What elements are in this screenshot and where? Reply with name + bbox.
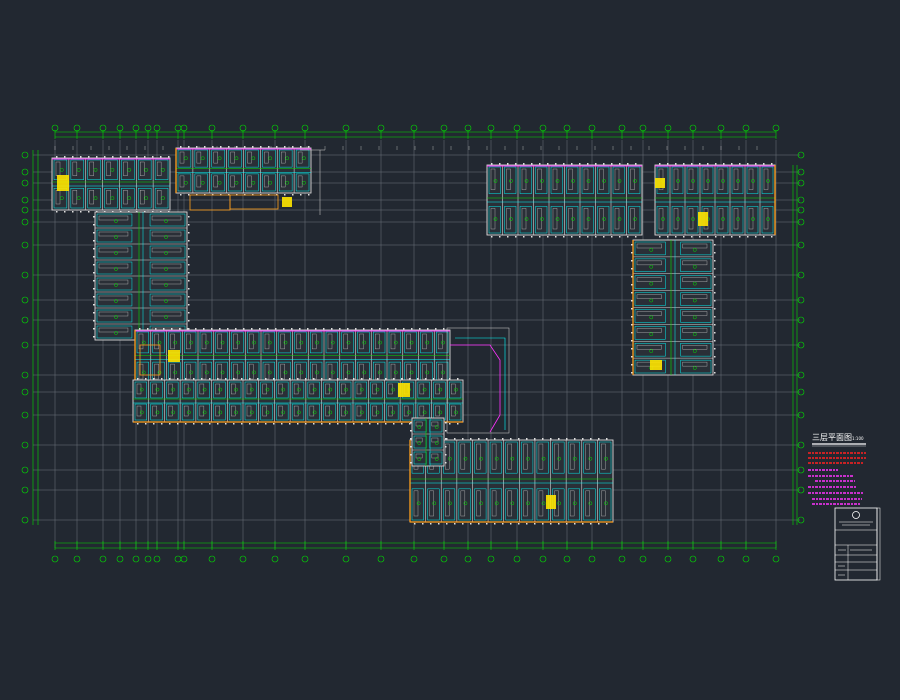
dimension-lines [32, 130, 798, 550]
drawing-title: 三层平面图 [812, 433, 852, 442]
title-block [834, 507, 881, 581]
drawing-scale: 1:100 [852, 436, 864, 441]
axis-bubbles [21, 124, 805, 563]
company-logo-icon [852, 511, 860, 519]
drawing-notes [808, 452, 866, 505]
building-wings [51, 146, 776, 525]
